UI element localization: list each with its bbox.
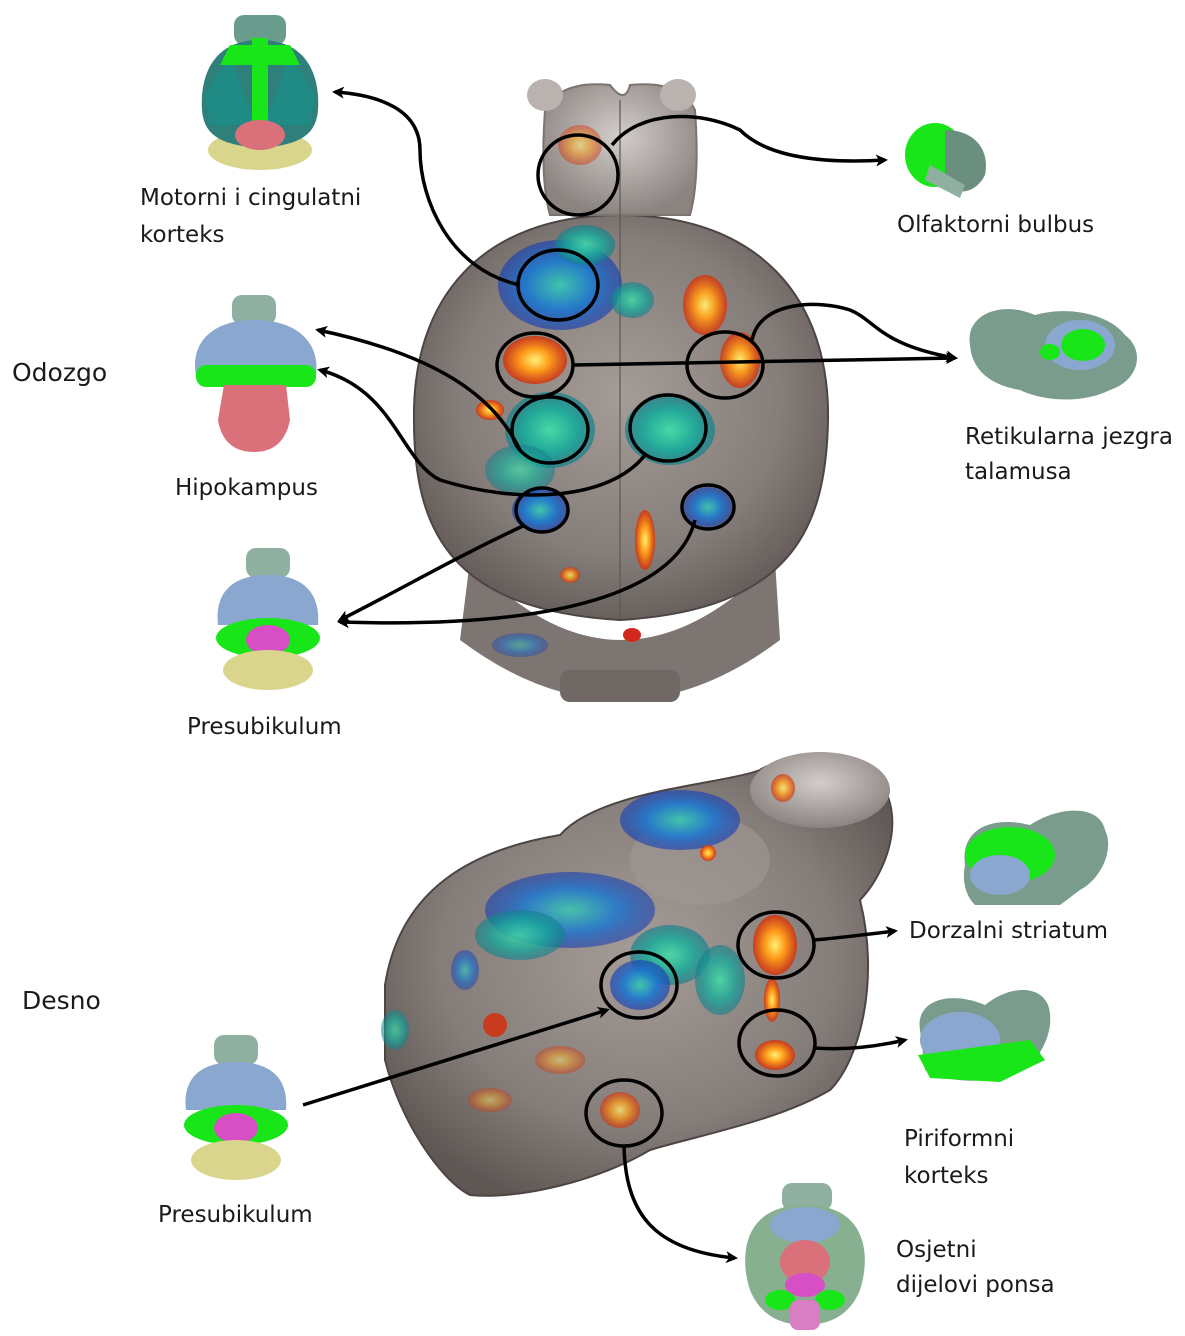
label-presubiculum-side: Presubikulum <box>158 1197 313 1234</box>
brain-region-hippocampus-icon <box>195 295 317 452</box>
label-olfactory-bulb: Olfaktorni bulbus <box>897 207 1094 244</box>
label-pons-line1: Osjetni <box>896 1232 977 1269</box>
label-dorsal-striatum: Dorzalni striatum <box>909 913 1108 950</box>
brain-region-sensory-pons-icon <box>745 1183 865 1330</box>
brain-region-dorsal-striatum-icon <box>964 811 1108 905</box>
brain-region-olfactory-bulb-icon <box>905 123 986 198</box>
label-motor-cingulate-line2: korteks <box>140 217 225 254</box>
view-label-right: Desno <box>22 982 101 1019</box>
brain-region-presubiculum-icon <box>216 548 320 690</box>
label-piriform-line2: korteks <box>904 1158 989 1195</box>
label-piriform-line1: Piriformni <box>904 1121 1014 1158</box>
brain-side-view-icon <box>381 752 892 1196</box>
brain-region-presubiculum-icon <box>184 1035 288 1180</box>
view-label-top: Odozgo <box>12 354 107 391</box>
brain-region-piriform-cortex-icon <box>918 990 1050 1082</box>
label-hippocampus: Hipokampus <box>175 470 318 507</box>
label-motor-cingulate-line1: Motorni i cingulatni <box>140 180 361 217</box>
label-reticular-line2: talamusa <box>965 454 1072 491</box>
brain-top-view-icon <box>414 79 828 702</box>
label-reticular-line1: Retikularna jezgra <box>965 419 1173 456</box>
brain-region-motor-cingulate-icon <box>202 15 318 170</box>
label-presubiculum-top: Presubikulum <box>187 709 342 746</box>
brain-region-reticular-nucleus-icon <box>970 309 1137 399</box>
label-pons-line2: dijelovi ponsa <box>896 1267 1055 1304</box>
